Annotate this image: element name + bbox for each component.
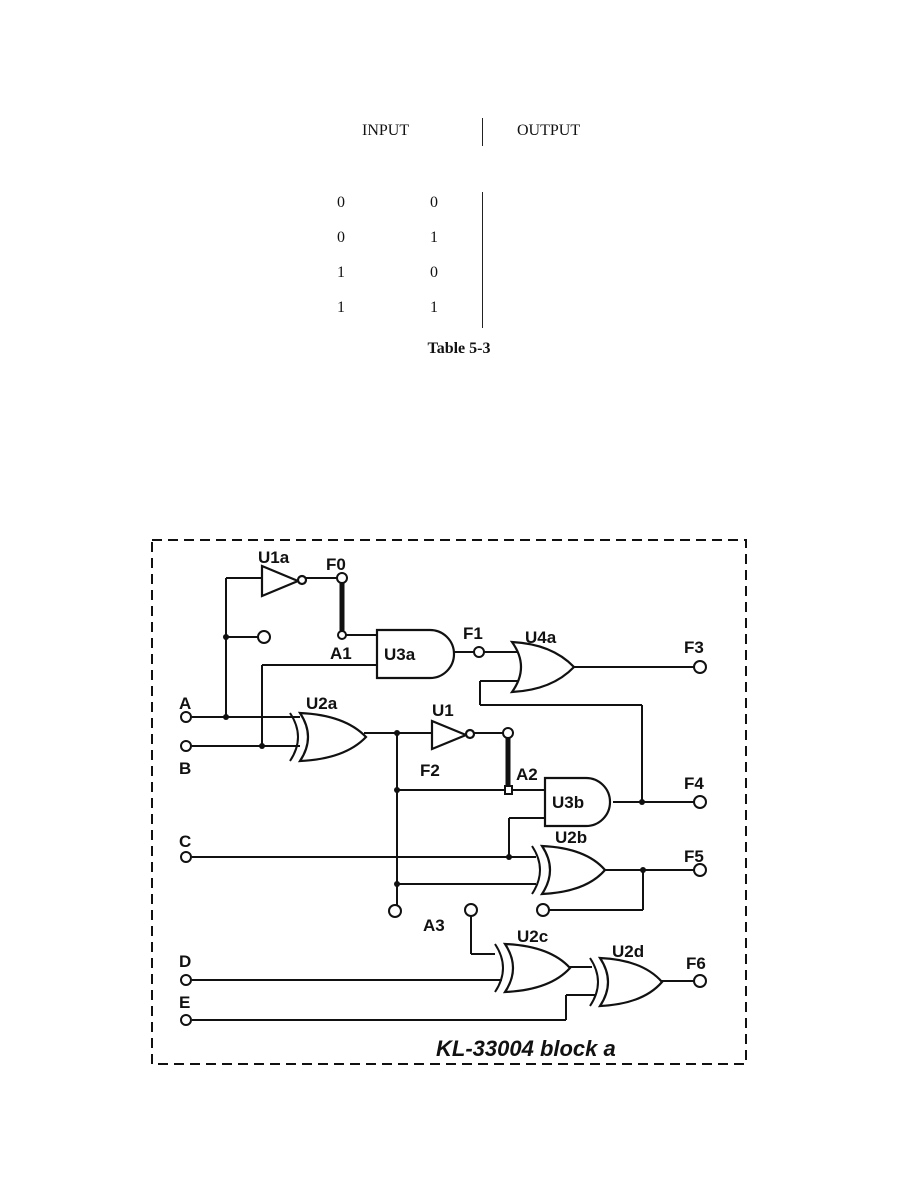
label-c: C	[179, 832, 191, 851]
u3b-and-gate	[543, 776, 612, 828]
f6-terminal	[693, 974, 707, 988]
f0-terminal	[336, 572, 348, 584]
f5-terminal	[693, 863, 707, 877]
table-cell: 1	[337, 264, 345, 281]
label-b: B	[179, 759, 191, 778]
wire-junctions	[223, 634, 646, 887]
u1a-inverter	[260, 564, 308, 598]
f2-bus-terminal	[388, 904, 402, 918]
test-point-terminals	[257, 572, 707, 988]
label-f0: F0	[326, 555, 346, 574]
a2-terminal	[504, 785, 513, 795]
u2a-xor-gate	[289, 711, 368, 763]
label-u4a: U4a	[525, 628, 557, 647]
label-u1: U1	[432, 701, 454, 720]
table-cell: 1	[337, 299, 345, 316]
input-e-terminal	[180, 1014, 192, 1026]
tp-a-branch-terminal	[257, 630, 271, 644]
f4-terminal	[693, 795, 707, 809]
table-cell: 0	[337, 229, 345, 246]
label-f1: F1	[463, 624, 483, 643]
label-u3a: U3a	[384, 645, 416, 664]
u2b-xor-gate	[531, 844, 607, 896]
label-u1a: U1a	[258, 548, 290, 567]
table-header-output: OUTPUT	[517, 122, 581, 139]
table-cell: 0	[430, 264, 438, 281]
input-d-terminal	[180, 974, 192, 986]
label-f3: F3	[684, 638, 704, 657]
u4a-or-gate	[509, 640, 576, 694]
label-u2b: U2b	[555, 828, 587, 847]
table-cell: 1	[430, 299, 438, 316]
label-f2: F2	[420, 761, 440, 780]
label-f4: F4	[684, 774, 704, 793]
input-terminals	[180, 711, 192, 1026]
table-cell: 0	[337, 194, 345, 211]
input-a-terminal	[180, 711, 192, 723]
label-a3: A3	[423, 916, 445, 935]
table-caption: Table 5-3	[427, 340, 491, 357]
f5-loop-terminal	[536, 903, 550, 917]
f3-terminal	[693, 660, 707, 674]
table-cell: 0	[430, 194, 438, 211]
label-d: D	[179, 952, 191, 971]
label-u2c: U2c	[517, 927, 548, 946]
u2d-xor-gate	[589, 956, 664, 1008]
table-divider-body	[482, 192, 483, 328]
u1-out-terminal	[502, 727, 514, 739]
wiring	[192, 577, 694, 1021]
label-u3b: U3b	[552, 793, 584, 812]
table-cell: 1	[430, 229, 438, 246]
a1-terminal	[337, 630, 347, 640]
f1-terminal	[473, 646, 485, 658]
label-f6: F6	[686, 954, 706, 973]
u1-inverter	[430, 719, 476, 751]
input-b-terminal	[180, 740, 192, 752]
label-a2: A2	[516, 765, 538, 784]
label-a1: A1	[330, 644, 352, 663]
input-c-terminal	[180, 851, 192, 863]
table-header-input: INPUT	[362, 122, 410, 139]
label-u2a: U2a	[306, 694, 338, 713]
u2c-xor-gate	[494, 942, 572, 994]
u3a-and-gate	[375, 628, 456, 680]
block-border	[151, 539, 747, 1065]
a3-terminal	[464, 903, 478, 917]
block-title: KL-33004 block a	[436, 1036, 616, 1061]
label-a: A	[179, 694, 191, 713]
label-e: E	[179, 993, 190, 1012]
label-f5: F5	[684, 847, 704, 866]
label-u2d: U2d	[612, 942, 644, 961]
table-divider-top	[482, 118, 483, 146]
